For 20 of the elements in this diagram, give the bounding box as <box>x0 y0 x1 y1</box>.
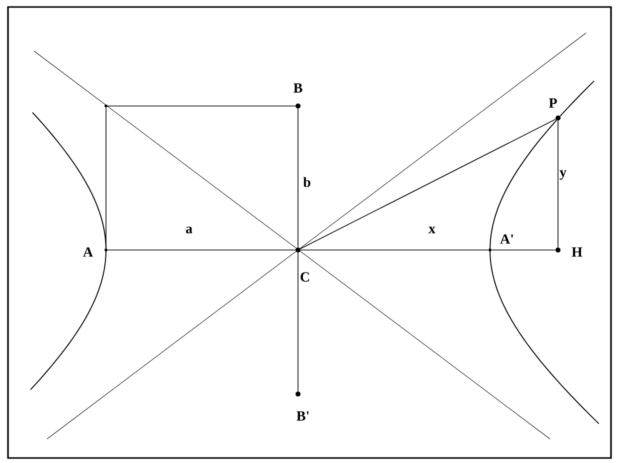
node-label: B <box>294 83 302 93</box>
point: A' <box>488 234 513 252</box>
line-segment <box>300 118 556 250</box>
edge-label: a <box>186 226 192 234</box>
edge-label: b <box>303 177 310 187</box>
point <box>104 104 108 108</box>
node-label: C <box>300 272 309 282</box>
point: A <box>83 247 108 257</box>
point: H <box>556 247 582 257</box>
edge-label: x <box>428 226 436 234</box>
point: B' <box>296 392 309 421</box>
point: P <box>548 98 560 120</box>
point: C <box>296 248 309 282</box>
edge-label: y <box>560 170 566 180</box>
node-label: A <box>83 247 93 257</box>
node-label: P <box>548 98 557 108</box>
point: B <box>294 83 302 108</box>
node-label: B' <box>296 411 309 421</box>
node-label: A' <box>500 234 513 244</box>
node-label: H <box>572 247 582 257</box>
